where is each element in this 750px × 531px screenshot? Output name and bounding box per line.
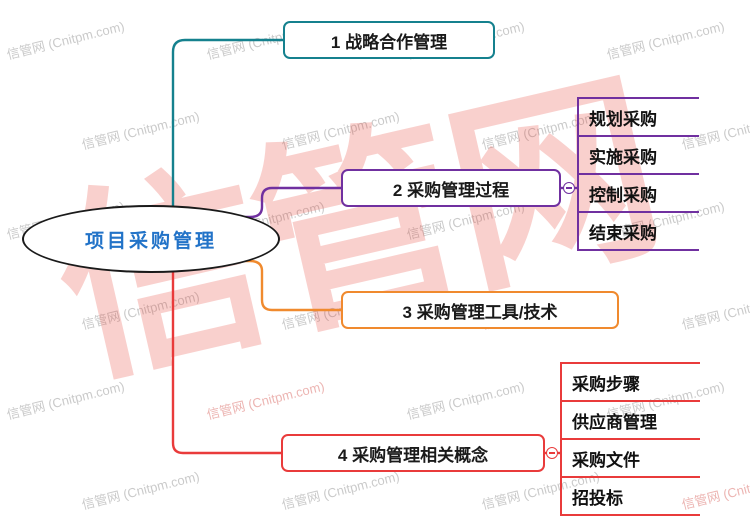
- connector-branch-1: [171, 38, 285, 210]
- collapse-icon[interactable]: [563, 182, 575, 194]
- root-node[interactable]: 项目采购管理: [22, 205, 280, 273]
- branch-node-label: 4 采购管理相关概念: [337, 445, 489, 465]
- watermark-tile: 信管网 (Cnitpm.com): [80, 108, 201, 153]
- child-topic[interactable]: 招投标: [562, 478, 700, 516]
- branch-node-procurement-process[interactable]: 2 采购管理过程: [341, 169, 561, 207]
- watermark-tile: 信管网 (Cnitpm.com): [5, 18, 126, 63]
- child-topic[interactable]: 实施采购: [579, 137, 699, 175]
- branch-node-tools-techniques[interactable]: 3 采购管理工具/技术: [341, 291, 619, 329]
- watermark-tile: 信管网 (Cnitpm.com): [5, 378, 126, 423]
- connector-branch-2: [235, 186, 343, 219]
- connector-branch-4: [171, 269, 283, 455]
- child-topic[interactable]: 控制采购: [579, 175, 699, 213]
- branch-node-label: 2 采购管理过程: [392, 180, 510, 200]
- watermark-tile: 信管网 (Cnitpm.com): [205, 378, 326, 423]
- watermark-tile: 信管网 (Cnitpm.com): [405, 378, 526, 423]
- watermark-tile: 信管网 (Cnitpm.com): [280, 468, 401, 513]
- branch-node-related-concepts[interactable]: 4 采购管理相关概念: [281, 434, 545, 472]
- child-topic[interactable]: 规划采购: [579, 99, 699, 137]
- watermark-tile: 信管网 (Cnitpm.com): [605, 18, 726, 63]
- branch-4-children-group: 采购步骤 供应商管理 采购文件 招投标: [560, 362, 700, 516]
- branch-2-children-group: 规划采购 实施采购 控制采购 结束采购: [577, 97, 699, 251]
- collapse-icon[interactable]: [546, 447, 558, 459]
- watermark-tile: 信管网 (Cnitpm.com): [280, 108, 401, 153]
- connector-branch-3: [235, 259, 343, 312]
- child-topic[interactable]: 供应商管理: [562, 402, 700, 440]
- watermark-tile: 信管网 (Cnitpm.com): [80, 468, 201, 513]
- child-topic[interactable]: 采购文件: [562, 440, 700, 478]
- branch-node-label: 3 采购管理工具/技术: [402, 302, 558, 322]
- branch-node-strategic-cooperation[interactable]: 1 战略合作管理: [283, 21, 495, 59]
- root-node-label: 项目采购管理: [84, 230, 217, 252]
- child-topic[interactable]: 结束采购: [579, 213, 699, 251]
- watermark-tile: 信管网 (Cnitpm.com): [680, 288, 750, 333]
- child-topic[interactable]: 采购步骤: [562, 364, 700, 402]
- watermark-tile: 信管网 (Cnitpm.com): [80, 288, 201, 333]
- branch-node-label: 1 战略合作管理: [330, 32, 448, 52]
